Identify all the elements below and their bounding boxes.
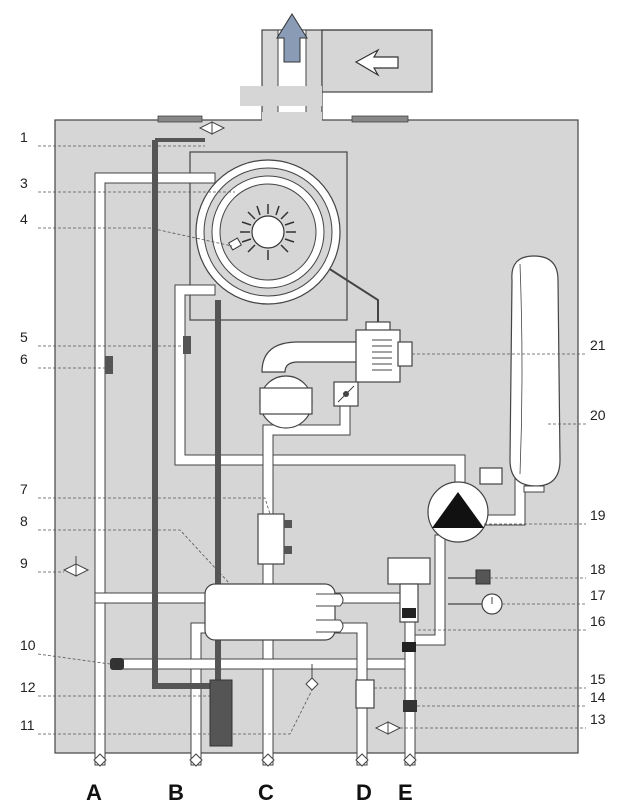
exhaust-arrow-icon (276, 13, 308, 63)
valve-c-icon (261, 753, 275, 767)
callout-15: 15 (590, 671, 606, 687)
pump-icon (427, 467, 503, 543)
fill-valve-icon (374, 721, 402, 735)
valve-d-icon (355, 753, 369, 767)
callout-8: 8 (20, 513, 28, 529)
callout-6: 6 (20, 351, 28, 367)
connection-a-label: A (86, 780, 102, 805)
air-vent-icon (198, 121, 226, 135)
diverter-valve (387, 557, 431, 652)
valve-a-icon (93, 753, 107, 767)
gas-valve (333, 321, 413, 407)
callout-numbers-left: 1 3 4 5 6 7 8 9 10 12 11 (20, 129, 36, 733)
callout-3: 3 (20, 175, 28, 191)
callout-16: 16 (590, 613, 606, 629)
expansion-vessel (509, 255, 561, 493)
callout-numbers-right: 21 20 19 18 17 16 15 14 13 (590, 337, 606, 727)
callout-4: 4 (20, 211, 28, 227)
leader-lines (37, 145, 586, 735)
valve-b-icon (189, 753, 203, 767)
callout-11: 11 (20, 717, 35, 733)
flow-limiter (403, 700, 417, 712)
callout-18: 18 (590, 561, 606, 577)
callout-9: 9 (20, 555, 28, 571)
valve-e-icon (403, 753, 417, 767)
callout-20: 20 (590, 407, 606, 423)
air-intake-arrow-icon (354, 48, 399, 77)
callout-10: 10 (20, 637, 36, 653)
callout-19: 19 (590, 507, 606, 523)
callout-1: 1 (20, 129, 28, 145)
connection-e-label: E (398, 780, 413, 805)
pressure-sensor (448, 569, 491, 585)
callout-13: 13 (590, 711, 606, 727)
callout-12: 12 (20, 679, 36, 695)
burner-icon (227, 204, 296, 260)
fan (259, 341, 361, 429)
callout-21: 21 (590, 337, 606, 353)
safety-valve-icon (62, 556, 90, 577)
temperature-sensors (105, 336, 191, 374)
water-filter (355, 679, 375, 709)
callout-14: 14 (590, 689, 606, 705)
connection-b-label: B (168, 780, 184, 805)
connection-valves (93, 753, 417, 767)
drain-valve (110, 658, 124, 670)
drain-tap-icon (305, 664, 319, 691)
plate-heat-exchanger (204, 583, 344, 641)
callout-7: 7 (20, 481, 28, 497)
pressure-gauge-icon (448, 593, 503, 615)
flow-switch (257, 513, 292, 565)
connection-labels: A B C D E (86, 780, 413, 805)
callout-17: 17 (590, 587, 606, 603)
callout-5: 5 (20, 329, 28, 345)
connection-c-label: C (258, 780, 274, 805)
connection-d-label: D (356, 780, 372, 805)
